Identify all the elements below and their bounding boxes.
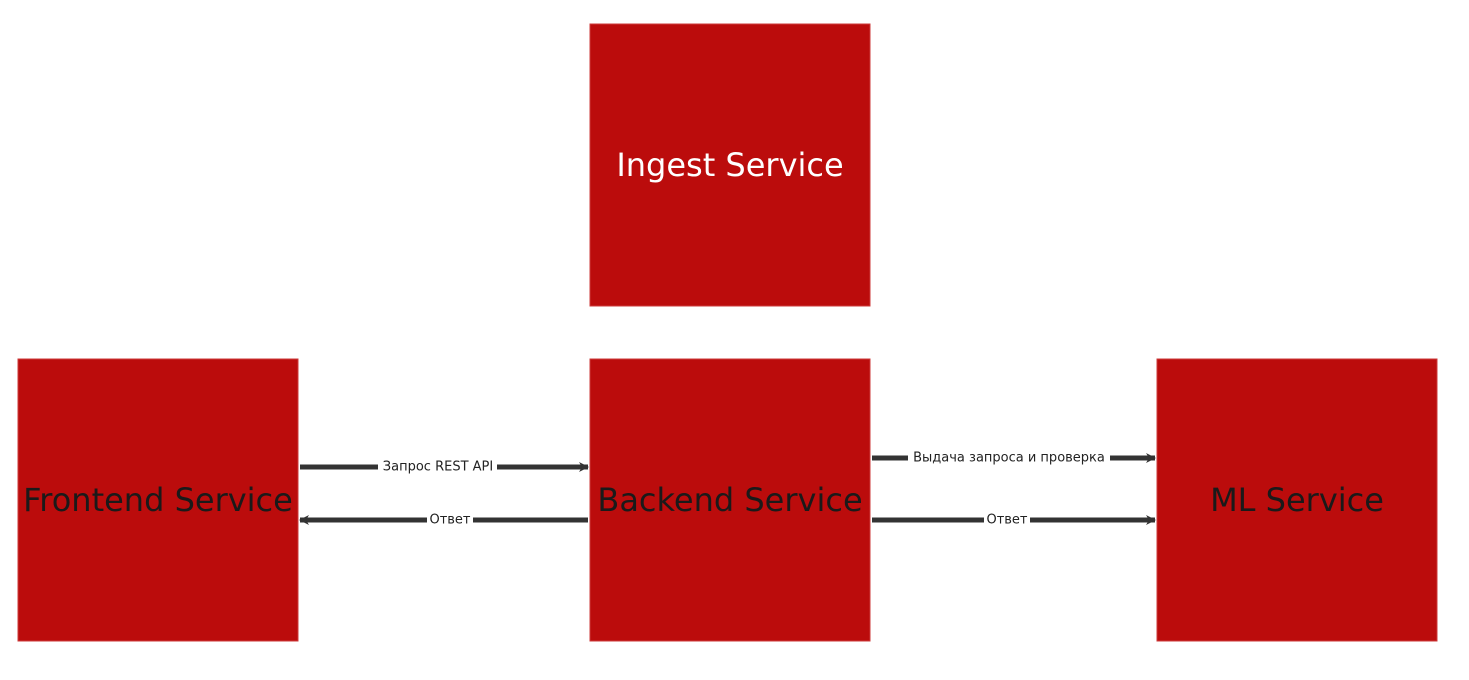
node-ml-service[interactable]: ML Service [1156, 358, 1438, 642]
node-ingest-service[interactable]: Ingest Service [589, 23, 871, 307]
node-ingest-box [589, 23, 871, 307]
node-frontend-box [17, 358, 299, 642]
edge-backend-to-frontend-label: Ответ [429, 513, 470, 528]
node-ml-label: ML Service [1210, 481, 1384, 519]
edge-backend-to-frontend[interactable]: Ответ [299, 513, 588, 528]
node-backend-service[interactable]: Backend Service [589, 358, 871, 642]
edge-backend-to-ml-response-label: Ответ [986, 513, 1027, 528]
node-backend-label: Backend Service [597, 481, 862, 519]
edge-frontend-to-backend[interactable]: Запрос REST API [300, 460, 589, 475]
edge-backend-to-ml-response[interactable]: Ответ [872, 513, 1156, 528]
node-backend-box [589, 358, 871, 642]
node-frontend-label: Frontend Service [23, 481, 293, 519]
node-ml-box [1156, 358, 1438, 642]
edge-backend-to-ml-request-label: Выдача запроса и проверка [913, 451, 1105, 466]
node-ingest-label: Ingest Service [616, 146, 843, 184]
edge-frontend-to-backend-label: Запрос REST API [383, 460, 493, 475]
node-frontend-service[interactable]: Frontend Service [17, 358, 299, 642]
edge-backend-to-ml-request[interactable]: Выдача запроса и проверка [872, 451, 1156, 466]
